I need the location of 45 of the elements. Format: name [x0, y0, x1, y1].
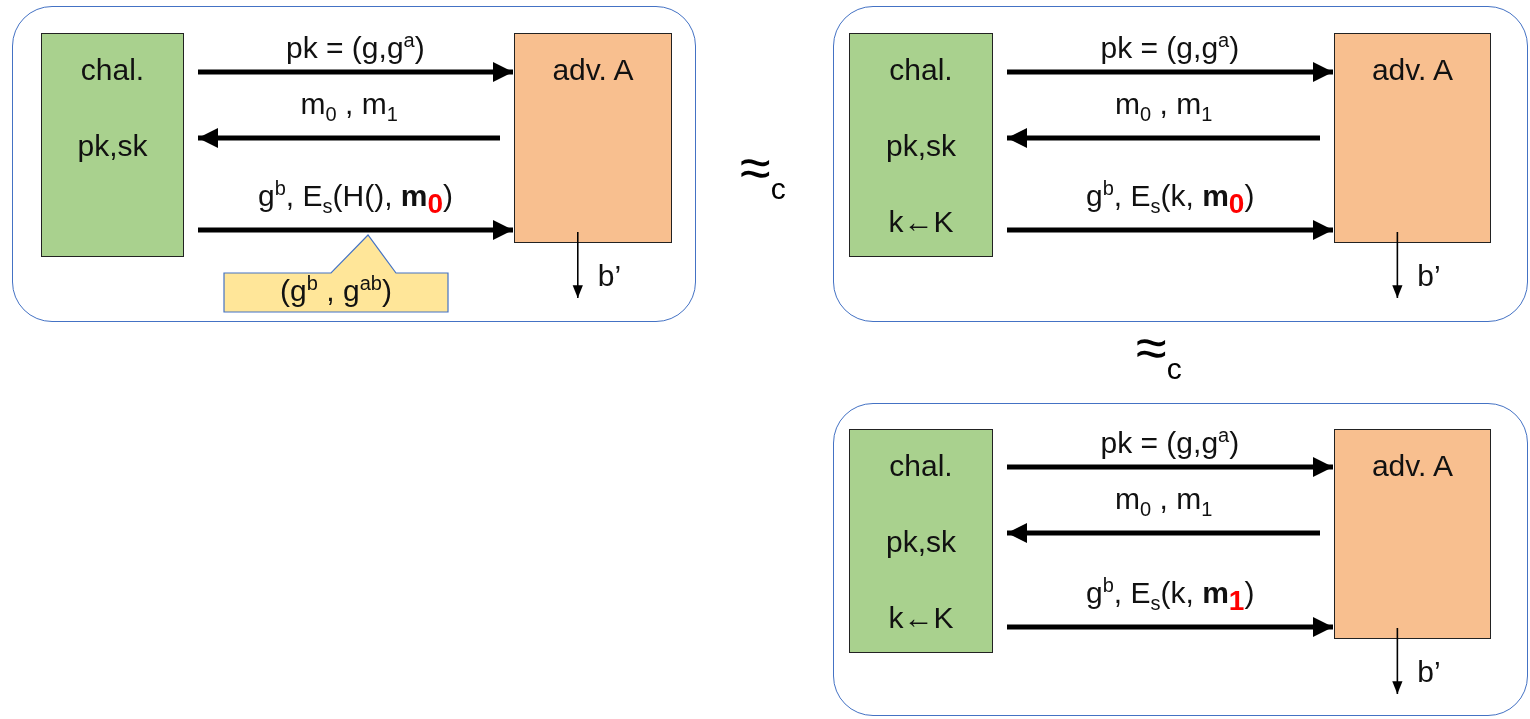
edge-label: m$_{0}$ , m$_{1}$ — [1115, 481, 1213, 522]
adversary-box — [514, 33, 672, 243]
game-panel — [833, 6, 1528, 322]
box-label: adv. A — [552, 52, 634, 88]
box-label: pk,sk — [886, 524, 956, 560]
challenger-box — [41, 33, 184, 257]
arrow — [198, 220, 513, 240]
arrow — [1007, 128, 1320, 148]
box-label: chal. — [889, 52, 953, 88]
edge-label: m$_{0}$ , m$_{1}$ — [1115, 86, 1213, 127]
box-label: adv. A — [1371, 448, 1454, 484]
edge-label: pk = (g,g$^{a}$) — [1100, 28, 1240, 66]
arrow — [1392, 627, 1403, 695]
challenger-box — [849, 429, 993, 653]
adversary-box — [1334, 429, 1491, 639]
arrow — [1007, 62, 1333, 82]
callout-text: (g$^{b}$ , g$^{ab}$) — [279, 271, 393, 309]
edge-label: b’ — [1417, 654, 1441, 690]
edge-label: pk = (g,g$^{a}$) — [286, 28, 425, 66]
edge-label: b’ — [1417, 258, 1441, 294]
box-label: adv. A — [1371, 52, 1454, 88]
arrow — [198, 62, 513, 82]
approx-symbol: ≈$_{c}$ — [740, 138, 786, 208]
edge-label: b’ — [597, 258, 622, 294]
box-label: chal. — [80, 52, 145, 88]
box-label: chal. — [889, 448, 953, 484]
adversary-box — [1334, 33, 1491, 243]
callout-bubble — [223, 233, 449, 313]
box-label: k←K — [888, 600, 954, 636]
box-label: pk,sk — [886, 128, 956, 164]
box-label: k←K — [888, 204, 954, 240]
game-panel — [12, 6, 696, 322]
box-label: pk,sk — [77, 128, 148, 164]
edge-label: m$_{0}$ , m$_{1}$ — [300, 86, 398, 127]
challenger-box — [849, 33, 993, 257]
arrow — [1007, 523, 1320, 543]
approx-symbol: ≈$_{c}$ — [1136, 318, 1182, 388]
arrow — [572, 231, 583, 299]
edge-label: pk = (g,g$^{a}$) — [1100, 423, 1240, 461]
arrow — [1392, 231, 1403, 299]
arrow — [198, 128, 500, 148]
arrow — [1007, 220, 1333, 240]
game-panel — [833, 403, 1528, 716]
arrow — [1007, 617, 1333, 637]
arrow — [1007, 457, 1333, 477]
